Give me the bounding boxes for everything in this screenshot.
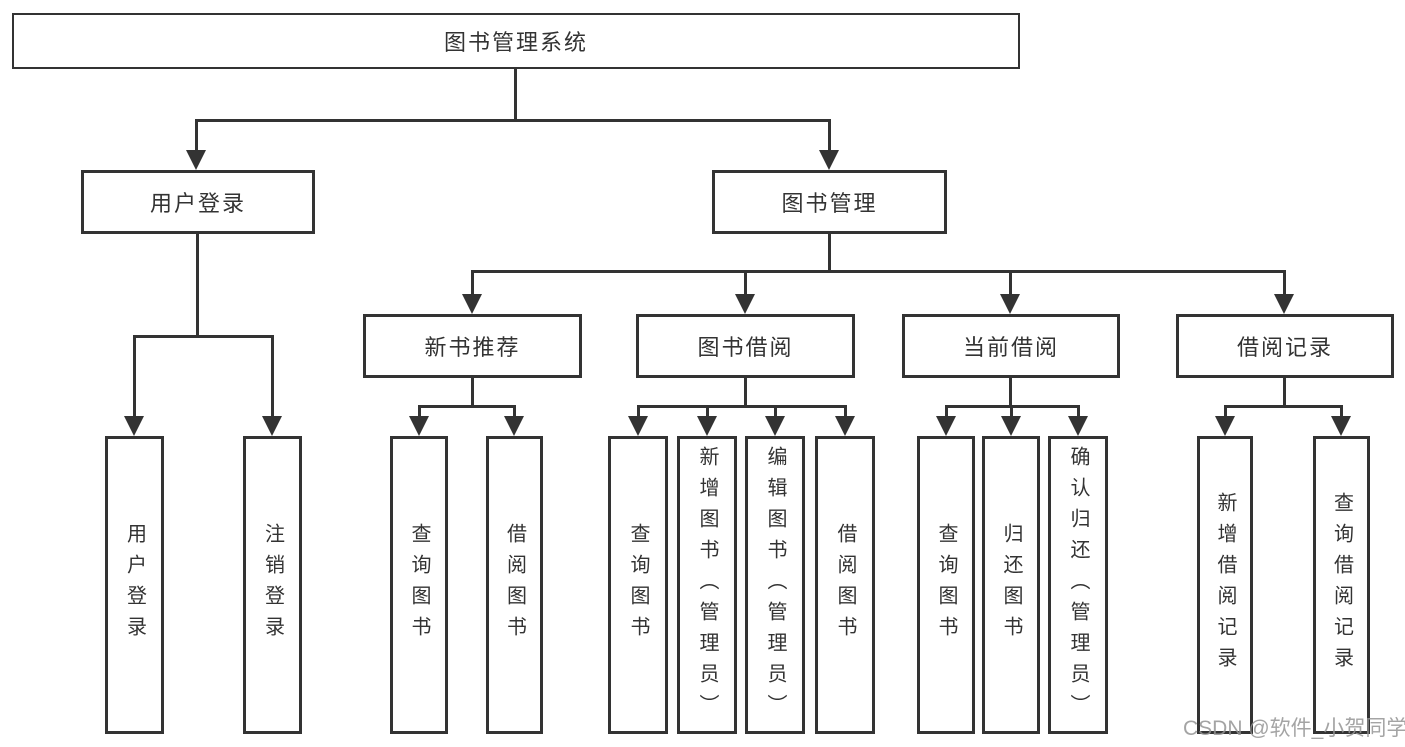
line-segment bbox=[471, 270, 1286, 273]
arrow-down-icon bbox=[504, 416, 524, 436]
leaf-cb-return-books: 归还图书 bbox=[982, 436, 1040, 734]
node-book-management: 图书管理 bbox=[712, 170, 947, 234]
node-label: 新书推荐 bbox=[424, 335, 521, 360]
line-segment bbox=[1283, 270, 1286, 298]
leaf-cb-query-books: 查询图书 bbox=[917, 436, 975, 734]
line-segment bbox=[945, 405, 948, 420]
line-segment bbox=[828, 234, 831, 272]
node-label: 图书管理系统 bbox=[443, 30, 588, 55]
arrow-down-icon bbox=[262, 416, 282, 436]
line-segment bbox=[271, 335, 274, 420]
arrow-down-icon bbox=[462, 294, 482, 314]
node-new-book-recommendation: 新书推荐 bbox=[363, 314, 582, 378]
leaf-br-add-borrow-record: 新增借阅记录 bbox=[1197, 436, 1253, 734]
node-label: 借阅记录 bbox=[1236, 335, 1333, 360]
node-label: 图书借阅 bbox=[697, 335, 794, 360]
node-current-borrowing: 当前借阅 bbox=[902, 314, 1120, 378]
node-label: 用户登录 bbox=[123, 523, 146, 647]
node-user-login: 用户登录 bbox=[81, 170, 315, 234]
arrow-down-icon bbox=[835, 416, 855, 436]
line-segment bbox=[418, 405, 516, 408]
arrow-down-icon bbox=[936, 416, 956, 436]
node-borrowing-records: 借阅记录 bbox=[1176, 314, 1394, 378]
line-segment bbox=[1224, 405, 1343, 408]
line-segment bbox=[418, 405, 421, 420]
line-segment bbox=[1340, 405, 1343, 420]
leaf-bb-edit-books-admin: 编辑图书（管理员） bbox=[745, 436, 805, 734]
line-segment bbox=[637, 405, 847, 408]
arrow-down-icon bbox=[1000, 294, 1020, 314]
node-label: 注销登录 bbox=[261, 523, 284, 647]
line-segment bbox=[744, 378, 747, 407]
node-label: 确认归还（管理员） bbox=[1067, 445, 1089, 725]
arrow-down-icon bbox=[186, 150, 206, 170]
node-label: 借阅图书 bbox=[503, 523, 526, 647]
line-segment bbox=[706, 405, 709, 420]
line-segment bbox=[1009, 270, 1012, 298]
node-label: 查询图书 bbox=[408, 523, 430, 647]
line-segment bbox=[637, 405, 640, 420]
leaf-logout-login: 注销登录 bbox=[243, 436, 302, 734]
arrow-down-icon bbox=[765, 416, 785, 436]
node-label: 查询图书 bbox=[627, 523, 649, 647]
line-segment bbox=[196, 234, 199, 337]
line-segment bbox=[1224, 405, 1227, 420]
node-label: 用户登录 bbox=[149, 191, 246, 216]
node-library-management-system: 图书管理系统 bbox=[12, 13, 1020, 69]
node-label: 图书管理 bbox=[781, 191, 878, 216]
arrow-down-icon bbox=[1331, 416, 1351, 436]
arrow-down-icon bbox=[409, 416, 429, 436]
line-segment bbox=[1077, 405, 1080, 420]
line-segment bbox=[1010, 405, 1013, 420]
node-label: 编辑图书（管理员） bbox=[764, 445, 786, 725]
leaf-bb-query-books: 查询图书 bbox=[608, 436, 668, 734]
leaf-br-query-borrow-record: 查询借阅记录 bbox=[1313, 436, 1370, 734]
node-label: 查询图书 bbox=[935, 523, 957, 647]
line-segment bbox=[1283, 378, 1286, 407]
node-label: 归还图书 bbox=[1000, 523, 1022, 647]
line-segment bbox=[514, 68, 517, 121]
line-segment bbox=[513, 405, 516, 420]
leaf-nbr-borrow-books: 借阅图书 bbox=[486, 436, 543, 734]
arrow-down-icon bbox=[628, 416, 648, 436]
line-segment bbox=[195, 119, 198, 156]
arrow-down-icon bbox=[1215, 416, 1235, 436]
node-label: 新增借阅记录 bbox=[1214, 492, 1236, 678]
node-label: 新增图书（管理员） bbox=[696, 445, 718, 725]
line-segment bbox=[828, 119, 831, 156]
arrow-down-icon bbox=[819, 150, 839, 170]
leaf-cb-confirm-return-admin: 确认归还（管理员） bbox=[1048, 436, 1108, 734]
node-label: 借阅图书 bbox=[834, 523, 856, 647]
arrow-down-icon bbox=[1068, 416, 1088, 436]
line-segment bbox=[133, 335, 274, 338]
line-segment bbox=[1009, 378, 1012, 407]
node-label: 当前借阅 bbox=[962, 335, 1059, 360]
line-segment bbox=[744, 270, 747, 298]
line-segment bbox=[471, 378, 474, 407]
line-segment bbox=[133, 335, 136, 420]
arrow-down-icon bbox=[697, 416, 717, 436]
leaf-nbr-query-books: 查询图书 bbox=[390, 436, 448, 734]
watermark: CSDN @软件_小贺同学 bbox=[1183, 717, 1405, 740]
arrow-down-icon bbox=[124, 416, 144, 436]
node-label: 查询借阅记录 bbox=[1330, 492, 1353, 678]
leaf-bb-add-books-admin: 新增图书（管理员） bbox=[677, 436, 737, 734]
leaf-bb-borrow-books: 借阅图书 bbox=[815, 436, 875, 734]
arrow-down-icon bbox=[1274, 294, 1294, 314]
line-segment bbox=[844, 405, 847, 420]
arrow-down-icon bbox=[1001, 416, 1021, 436]
line-segment bbox=[774, 405, 777, 420]
leaf-user-login: 用户登录 bbox=[105, 436, 164, 734]
node-book-borrowing: 图书借阅 bbox=[636, 314, 855, 378]
arrow-down-icon bbox=[735, 294, 755, 314]
line-segment bbox=[471, 270, 474, 298]
line-segment bbox=[195, 119, 831, 122]
